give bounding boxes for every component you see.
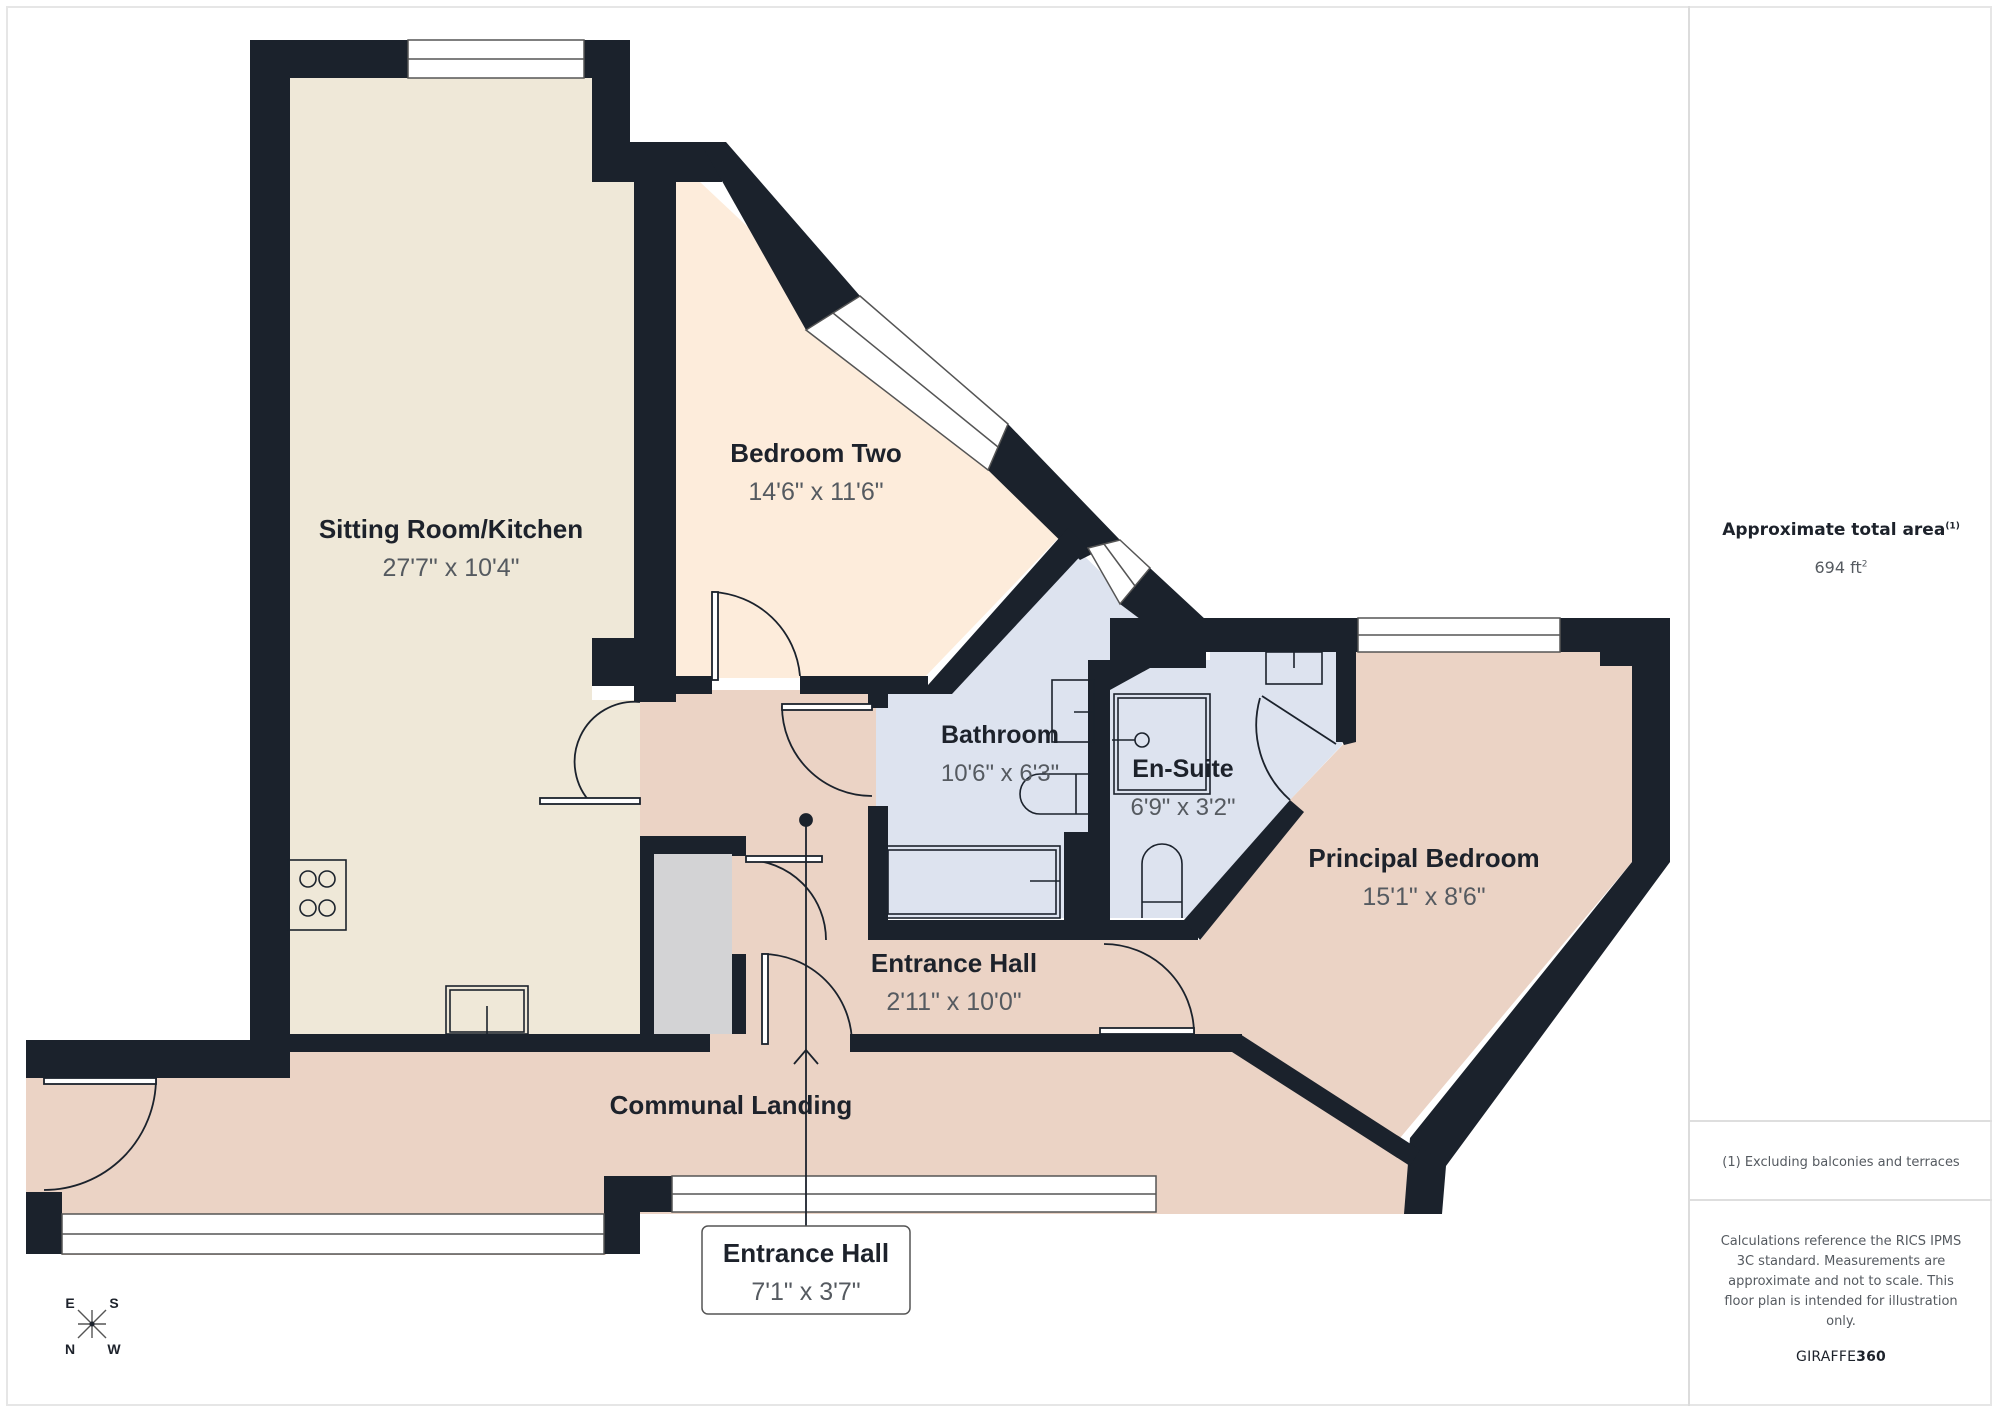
door-principal-bedroom bbox=[1103, 943, 1195, 1035]
area-title: Approximate total area(1) bbox=[1690, 520, 1992, 540]
area-title-text: Approximate total area bbox=[1722, 520, 1946, 540]
room-label-sitting-room: Sitting Room/Kitchen bbox=[319, 514, 583, 544]
doors bbox=[43, 591, 1337, 1191]
footnote: (1) Excluding balconies and terraces bbox=[1722, 1155, 1960, 1170]
bath-icon bbox=[883, 845, 1061, 919]
fixtures bbox=[287, 651, 1323, 1035]
door-bedroom-two bbox=[711, 591, 801, 677]
sidebar-divider-1 bbox=[1690, 1120, 1992, 1122]
sidebar-divider-2 bbox=[1690, 1199, 1992, 1201]
room-label-principal-bedroom: Principal Bedroom bbox=[1308, 843, 1539, 873]
room-dim-ensuite: 6'9" x 3'2" bbox=[1131, 794, 1236, 821]
room-label-ensuite: En-Suite bbox=[1132, 755, 1233, 783]
room-label-communal-landing: Communal Landing bbox=[610, 1090, 853, 1120]
callout-dim-entrance-hall: 7'1" x 3'7" bbox=[751, 1278, 860, 1306]
room-fill-ensuite bbox=[1110, 650, 1342, 918]
door-bathroom bbox=[781, 705, 873, 797]
svg-text:W: W bbox=[107, 1341, 121, 1357]
door-ensuite bbox=[1255, 697, 1291, 801]
svg-text:S: S bbox=[109, 1295, 118, 1311]
room-label-bedroom-two: Bedroom Two bbox=[730, 438, 901, 468]
door-landing bbox=[43, 1077, 157, 1191]
hob-icon bbox=[287, 859, 347, 931]
shower-icon bbox=[1113, 693, 1211, 795]
door-front bbox=[761, 953, 853, 1045]
area-value: 694 ft2 bbox=[1690, 558, 1992, 577]
brand-name-light: GIRAFFE bbox=[1796, 1349, 1857, 1365]
brand-logo: GIRAFFE360 bbox=[1690, 1349, 1992, 1365]
room-label-bathroom: Bathroom bbox=[941, 721, 1059, 749]
room-dim-entrance-hall: 2'11" x 10'0" bbox=[886, 988, 1021, 1016]
bathroom-toilet-icon bbox=[1019, 773, 1090, 815]
svg-text:E: E bbox=[65, 1295, 74, 1311]
room-fill-entrance-hall bbox=[640, 690, 1090, 1052]
cupboard-fill bbox=[654, 838, 732, 1034]
room-fill-principal-bedroom bbox=[1090, 652, 1632, 1138]
info-sidebar: Approximate total area(1) 694 ft2 (1) Ex… bbox=[1688, 6, 1992, 1406]
callout-label-entrance-hall: Entrance Hall bbox=[723, 1238, 889, 1268]
room-dim-bedroom-two: 14'6" x 11'6" bbox=[748, 478, 883, 506]
entrance-hall-callout-box bbox=[701, 1225, 911, 1315]
compass-icon: E S N W bbox=[65, 1295, 121, 1357]
floor-plan: Sitting Room/Kitchen 27'7" x 10'4" Bedro… bbox=[26, 39, 1670, 1357]
ensuite-toilet-icon bbox=[1141, 843, 1183, 918]
area-unit-superscript: 2 bbox=[1861, 559, 1868, 570]
room-dim-bathroom: 10'6" x 6'3" bbox=[941, 760, 1059, 787]
bathroom-sink-icon bbox=[1051, 679, 1095, 743]
disclaimer: Calculations reference the RICS IPMS 3C … bbox=[1720, 1234, 1962, 1329]
room-dim-sitting-room: 27'7" x 10'4" bbox=[382, 554, 519, 582]
page-frame bbox=[6, 6, 1992, 1406]
door-sitting-room bbox=[573, 700, 641, 805]
windows bbox=[61, 39, 1561, 1255]
area-footnote-marker: (1) bbox=[1945, 521, 1960, 532]
room-label-entrance-hall: Entrance Hall bbox=[871, 948, 1037, 978]
walls bbox=[26, 40, 1670, 1254]
room-fill-bedroom-two bbox=[676, 182, 1068, 678]
entrance-marker bbox=[793, 813, 819, 1236]
brand-name-bold: 360 bbox=[1856, 1349, 1886, 1365]
svg-text:N: N bbox=[65, 1341, 75, 1357]
room-dim-principal-bedroom: 15'1" x 8'6" bbox=[1362, 883, 1485, 911]
area-value-text: 694 ft bbox=[1814, 558, 1862, 577]
room-fill-sitting-room bbox=[290, 78, 640, 1034]
